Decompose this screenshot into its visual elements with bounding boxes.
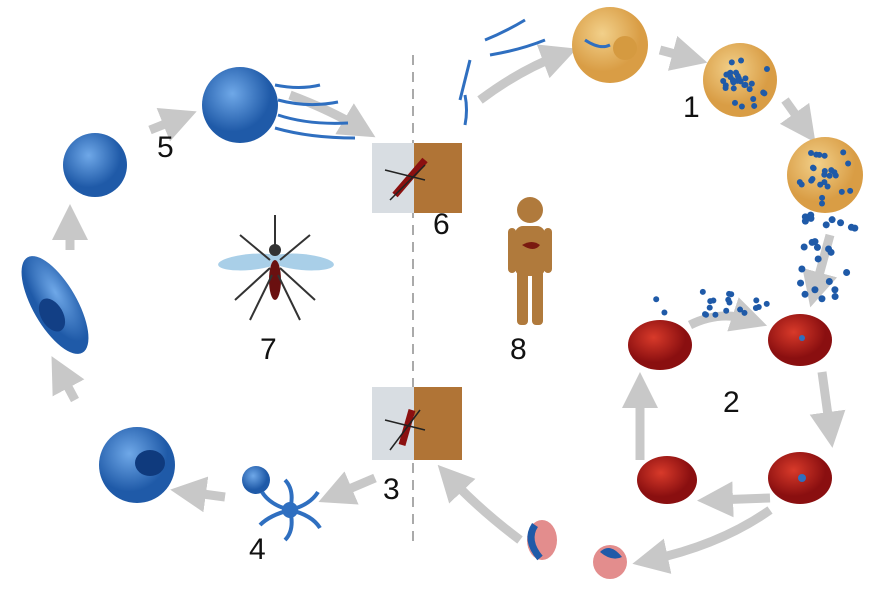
red-blood-cell-ring	[768, 314, 832, 366]
stage-label-7: 7	[260, 333, 277, 366]
hepatocyte	[572, 7, 648, 83]
merozoite-dot	[746, 86, 753, 93]
merozoite-dot	[813, 243, 821, 251]
merozoite-dot	[828, 167, 835, 174]
stage-label-5: 5	[157, 131, 174, 164]
merozoite-dot	[750, 96, 757, 103]
merozoite-dot	[753, 297, 760, 304]
mosquito-icon	[218, 215, 334, 321]
merozoite-dot	[814, 255, 822, 263]
merozoite-dot	[831, 286, 839, 294]
ookinete-nucleus	[38, 298, 66, 332]
cycle-arrows	[51, 35, 846, 574]
merozoite-dot	[741, 82, 748, 89]
merozoite-dot	[706, 304, 713, 311]
merozoite-dot	[738, 57, 745, 64]
merozoite-dot	[723, 307, 730, 314]
sporozoite-releasing-oocyst	[202, 67, 356, 143]
merozoite-dot	[808, 149, 815, 156]
merozoite-dot	[825, 277, 833, 285]
merozoite-dot	[751, 102, 758, 109]
human-icon	[508, 197, 552, 325]
merozoite-dot	[738, 103, 745, 110]
merozoite-dot	[816, 151, 823, 158]
stage-label-1: 1	[683, 91, 700, 124]
merozoite-dot	[763, 300, 770, 307]
merozoite-dot	[817, 181, 824, 188]
merozoite-dot	[843, 269, 851, 277]
zygote-nucleus	[135, 450, 165, 476]
merozoite-dot	[831, 293, 839, 301]
merozoite-dot	[801, 217, 809, 225]
merozoite-dot	[837, 219, 845, 227]
merozoite-dot	[819, 194, 826, 201]
red-blood-cell-schizont	[637, 456, 697, 504]
merozoite-dot	[828, 216, 836, 224]
merozoite-dot	[734, 77, 741, 84]
merozoite-dot	[752, 305, 759, 312]
sporozoites	[458, 18, 546, 126]
merozoite-dot	[728, 291, 735, 298]
merozoite-dot	[807, 211, 815, 219]
stage-label-6: 6	[433, 208, 450, 241]
merozoite-dot	[847, 223, 855, 231]
merozoite-dot	[703, 311, 710, 318]
merozoite-dot	[797, 279, 805, 287]
merozoite-dot	[731, 99, 738, 106]
merozoite-dot	[826, 172, 833, 179]
merozoite-dot	[699, 288, 706, 295]
merozoite-dot	[725, 296, 732, 303]
merozoite-dot	[811, 286, 819, 294]
merozoite-dot	[809, 164, 816, 171]
merozoite-dot	[730, 78, 737, 85]
merozoite-dot	[722, 85, 729, 92]
merozoite-dot	[653, 296, 660, 303]
merozoite-dot	[832, 172, 839, 179]
stage-label-2: 2	[723, 386, 740, 419]
merozoite-dot	[741, 309, 748, 316]
stage-label-3: 3	[383, 473, 400, 506]
merozoite-dot	[798, 265, 806, 273]
merozoite-dot	[818, 295, 826, 303]
merozoite-dot	[824, 183, 831, 190]
merozoite-dot	[661, 309, 668, 316]
merozoite-dot	[748, 80, 755, 87]
rupturing-red-blood-cell	[628, 320, 692, 370]
merozoite-dot	[712, 311, 719, 318]
microgamete	[258, 478, 322, 542]
merozoite-dot	[742, 75, 749, 82]
merozoite-dot	[822, 221, 830, 229]
merozoite-dot	[840, 149, 847, 156]
merozoite-dot	[809, 176, 816, 183]
gametocyte-1	[527, 520, 557, 561]
merozoite-dot	[737, 306, 744, 313]
gametocyte-2	[593, 545, 627, 579]
merozoite-dot	[847, 187, 854, 194]
red-blood-cell-trophozoite	[768, 452, 832, 504]
merozoite-dot	[801, 290, 809, 298]
merozoite-dot	[821, 152, 828, 159]
merozoite-dot	[761, 90, 768, 97]
merozoite-dot	[763, 66, 770, 73]
merozoite-dot	[808, 238, 816, 246]
merozoite-dot	[733, 69, 740, 76]
stage-label-8: 8	[510, 333, 527, 366]
oocyst	[63, 133, 127, 197]
merozoite-dot	[707, 298, 714, 305]
merozoite-dot	[796, 179, 803, 186]
merozoite-dot	[845, 160, 852, 167]
merozoite-dot	[727, 69, 734, 76]
merozoite-dot	[821, 171, 828, 178]
merozoite-dot	[730, 85, 737, 92]
stage-label-4: 4	[249, 533, 266, 566]
merozoite-dot	[825, 245, 833, 253]
merozoite-dot	[838, 188, 845, 195]
mosquito-feeding-box-bottom	[372, 387, 462, 460]
merozoite-dot	[819, 200, 826, 207]
merozoite-dot	[800, 243, 808, 251]
merozoite-dot	[728, 59, 735, 66]
mosquito-feeding-box-top	[372, 143, 462, 213]
macrogamete	[242, 466, 270, 494]
